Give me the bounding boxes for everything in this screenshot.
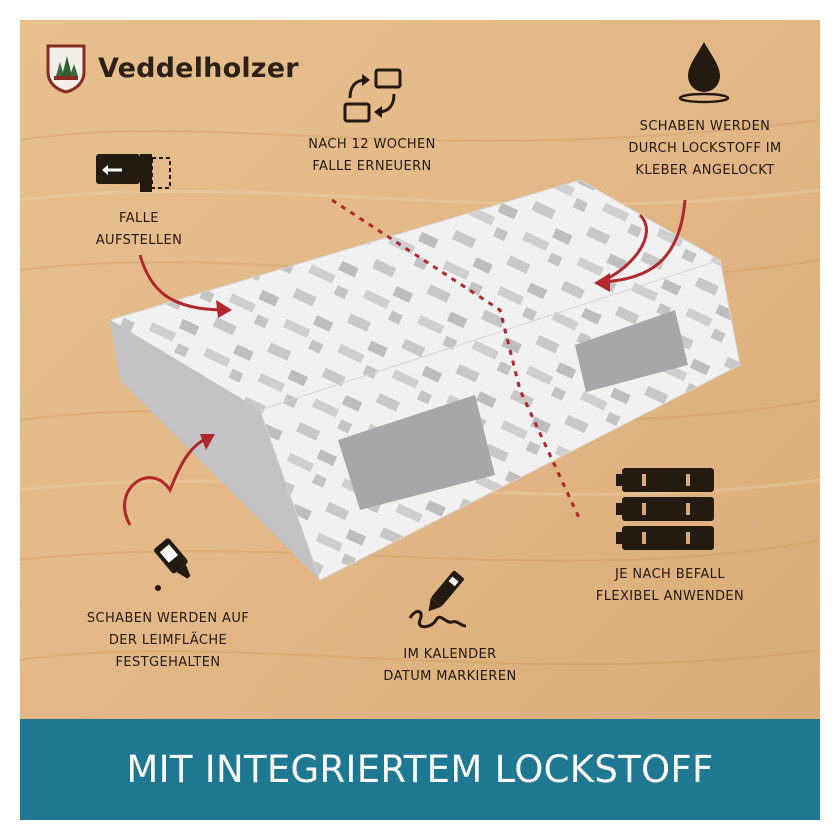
battery-stack-icon xyxy=(616,468,714,550)
label-calendar: IM KALENDER DATUM MARKIEREN xyxy=(383,647,517,684)
brand-header: Veddelholzer xyxy=(44,42,299,94)
label-renew: NACH 12 WOCHEN FALLE ERNEUERN xyxy=(308,137,436,174)
product-image: Veddelholzer NACH 12 WOCHEN FALLE ERNEUE… xyxy=(20,20,820,820)
arrow-lure-icon xyxy=(594,199,687,292)
bottom-banner: MIT INTEGRIERTEM LOCKSTOFF xyxy=(20,719,820,820)
label-flexible: JE NACH BEFALL FLEXIBEL ANWENDEN xyxy=(595,567,745,604)
trap-insert-icon xyxy=(96,154,171,192)
glue-bottle-icon xyxy=(154,538,191,591)
trap-illustration xyxy=(108,179,741,581)
banner-text: MIT INTEGRIERTEM LOCKSTOFF xyxy=(126,748,714,791)
forest-shield-icon xyxy=(46,44,86,94)
arrow-setup-icon xyxy=(138,254,232,318)
divider-dotted-line xyxy=(331,198,582,521)
drop-icon xyxy=(678,42,730,104)
arrow-glue-icon xyxy=(123,434,215,526)
label-lure: SCHABEN WERDEN DURCH LOCKSTOFF IM KLEBER… xyxy=(628,119,782,178)
brand-name: Veddelholzer xyxy=(98,52,299,84)
label-setup: FALLE AUFSTELLEN xyxy=(95,211,183,248)
pen-signature-icon xyxy=(408,570,467,629)
label-glue: SCHABEN WERDEN AUF DER LEIMFLÄCHE FESTGE… xyxy=(86,611,250,670)
swap-arrows-icon xyxy=(343,68,402,123)
